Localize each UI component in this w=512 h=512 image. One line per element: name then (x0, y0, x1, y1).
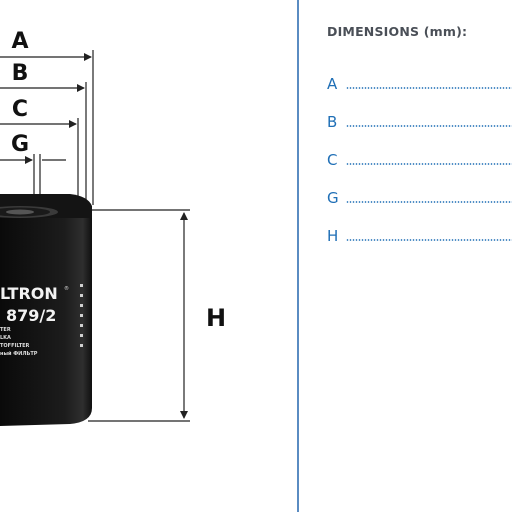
dimension-row-label: C (327, 151, 338, 169)
dimension-c-label: C (12, 97, 28, 122)
dimension-row-label: B (327, 113, 338, 131)
dimension-h-label: H (206, 304, 226, 332)
filter-line-3: TOFFILTER (0, 343, 30, 349)
filter-line-4: ный ФИЛЬТР (0, 350, 38, 357)
dimension-row-h: H (327, 226, 512, 246)
dimension-row-a: A (327, 74, 512, 94)
dimension-value-field (346, 125, 512, 127)
dimension-g-label: G (11, 132, 29, 157)
filter-line-2: LKA (0, 335, 11, 341)
filter-model: 879/2 (6, 306, 56, 325)
dimension-value-field (346, 87, 512, 89)
dimension-value-field (346, 201, 512, 203)
dimension-row-g: G (327, 188, 512, 208)
dimension-value-field (346, 239, 512, 241)
dimension-row-label: A (327, 75, 338, 93)
dimension-lines (0, 50, 190, 422)
svg-text:®: ® (64, 285, 69, 292)
dimensions-panel: DIMENSIONS (mm): A B C G H (327, 0, 512, 512)
filter-line-1: TER (0, 327, 11, 333)
filter-diagram: A B C G H LTRON ® 879/2 TER LKA TOFFILTE… (0, 29, 226, 426)
dimension-row-label: G (327, 189, 339, 207)
dimension-row-label: H (327, 227, 339, 245)
dimension-value-field (346, 163, 512, 165)
oil-filter: LTRON ® 879/2 TER LKA TOFFILTER ный ФИЛЬ… (0, 194, 92, 426)
dimension-b-label: B (12, 61, 29, 86)
panel-divider (297, 0, 299, 512)
dimensions-title: DIMENSIONS (mm): (327, 24, 468, 39)
dimension-row-c: C (327, 150, 512, 170)
dimension-a-label: A (11, 29, 28, 54)
dimension-row-b: B (327, 112, 512, 132)
filter-brand: LTRON (0, 284, 58, 303)
